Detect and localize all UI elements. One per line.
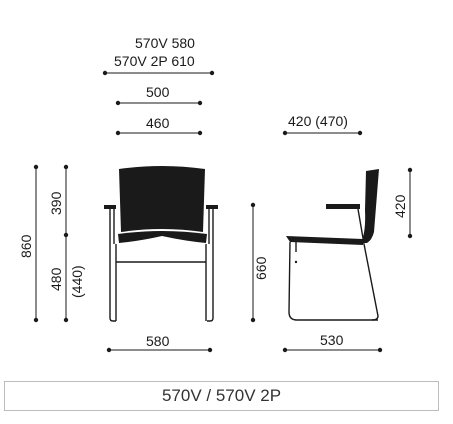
- dim-line-460: [115, 130, 203, 136]
- dim-line-armrest-depth: [282, 130, 363, 136]
- side-armrest: [326, 204, 360, 209]
- front-armrest-left: [104, 205, 116, 209]
- dim-line-660: [250, 202, 256, 323]
- dim-label-660: 660: [253, 256, 269, 280]
- dim-label-armrest-depth: 420 (470): [288, 113, 348, 129]
- chair-side-view: [286, 169, 379, 321]
- dim-label-top-line1: 570V 580: [135, 35, 195, 51]
- model-caption: 570V / 570V 2P: [4, 381, 439, 411]
- front-seat: [118, 231, 207, 243]
- side-backrest: [361, 169, 379, 243]
- dim-line-top: [102, 70, 215, 76]
- dim-line-480: [63, 235, 69, 323]
- dim-line-500: [115, 100, 203, 106]
- side-seat: [286, 236, 363, 245]
- dim-line-580: [106, 347, 213, 353]
- dim-label-580: 580: [146, 333, 170, 349]
- dim-label-420: 420: [392, 194, 408, 218]
- dim-line-530: [282, 347, 383, 353]
- chair-front-view: [104, 166, 218, 322]
- dim-label-top-line2: 570V 2P 610: [114, 53, 195, 69]
- dim-line-860: [33, 164, 39, 323]
- dim-label-860: 860: [18, 234, 34, 258]
- dim-label-460: 460: [146, 115, 170, 131]
- front-armrest-right: [206, 205, 218, 209]
- dim-label-440: (440): [69, 265, 85, 298]
- dim-label-480: 480: [48, 267, 64, 291]
- dim-line-420: [407, 167, 413, 239]
- dim-label-500: 500: [146, 84, 170, 100]
- model-caption-text: 570V / 570V 2P: [161, 386, 282, 405]
- dim-label-530: 530: [320, 332, 344, 348]
- dim-line-390: [63, 164, 69, 238]
- dim-label-390: 390: [48, 191, 64, 215]
- front-backrest: [119, 166, 205, 232]
